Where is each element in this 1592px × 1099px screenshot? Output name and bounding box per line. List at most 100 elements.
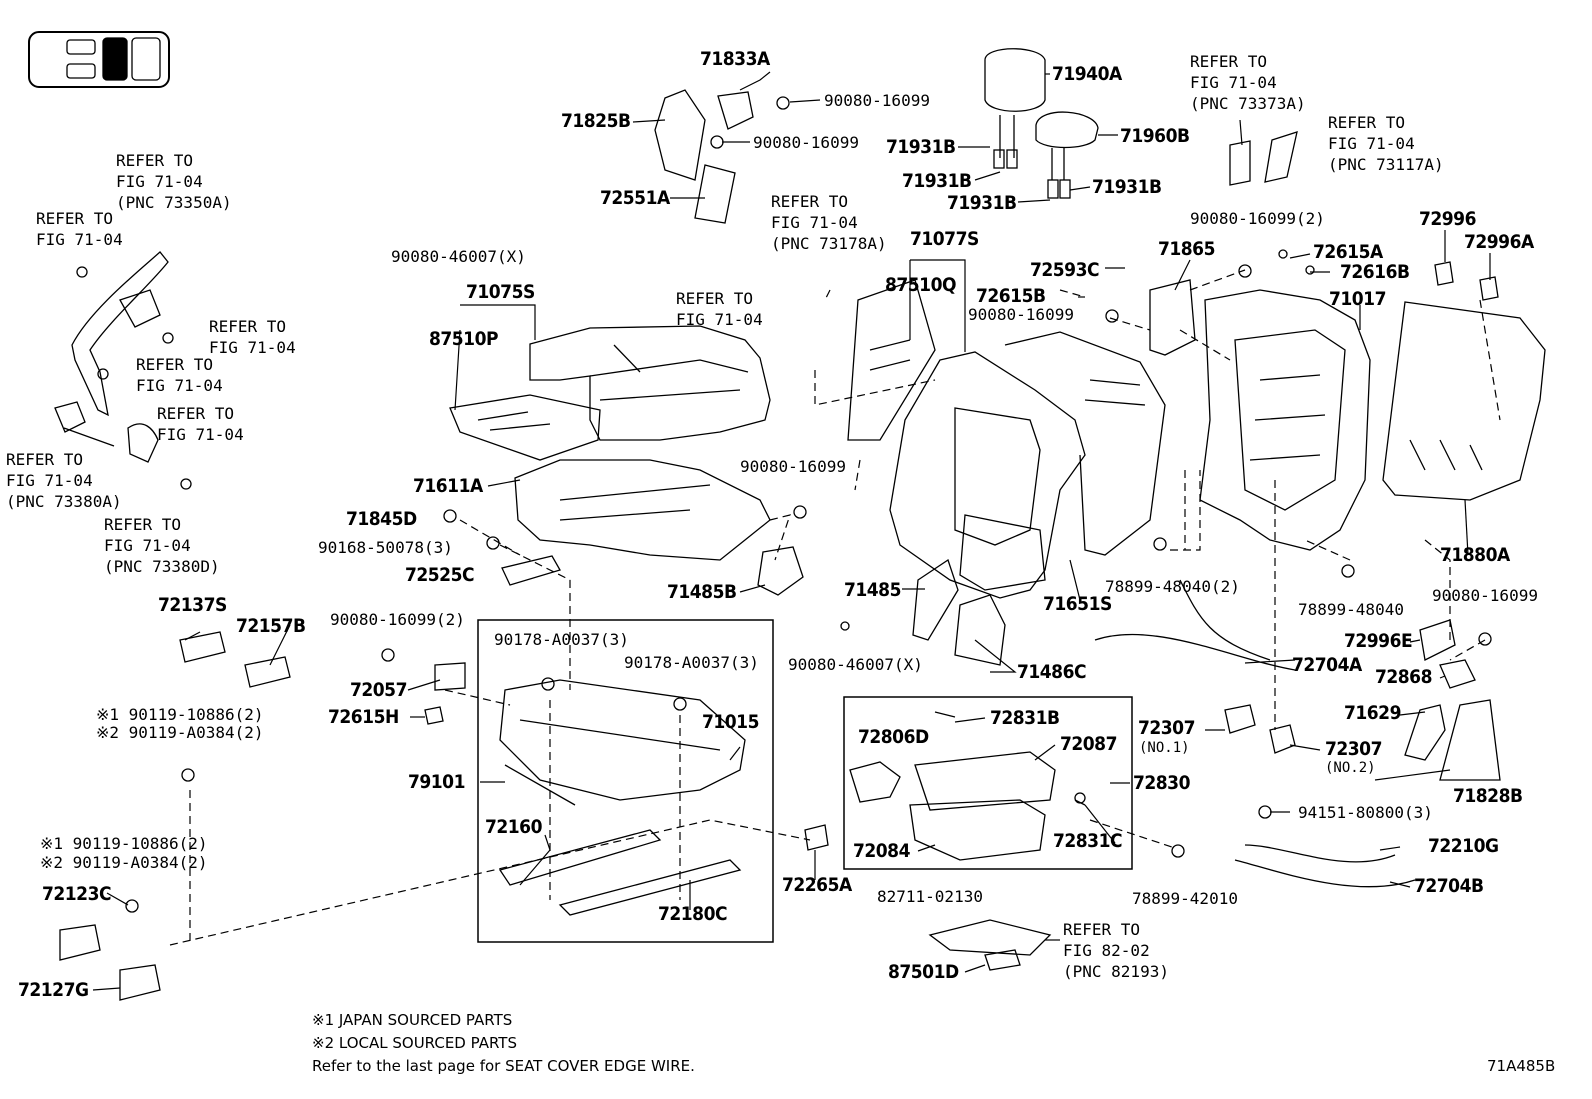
fastener-label: 90080-16099 — [824, 91, 930, 110]
dashed-lines — [169, 269, 1501, 946]
position-note: (NO.1) — [1139, 740, 1190, 756]
part-label-71931B: 71931B — [1092, 176, 1162, 198]
seat-belt-anchor-drawing — [54, 251, 192, 490]
part-label-79101: 79101 — [408, 771, 465, 793]
seat-track-assembly-box — [477, 619, 774, 943]
part-label-72265A: 72265A — [782, 874, 852, 896]
part-label-72615B: 72615B — [976, 285, 1046, 307]
part-label-71075S: 71075S — [466, 281, 535, 303]
part-label-72704B: 72704B — [1414, 875, 1484, 897]
note-local-sourced: ※2 LOCAL SOURCED PARTS — [312, 1034, 517, 1052]
part-label-71486C: 71486C — [1017, 661, 1087, 683]
fastener-label: 90178-A0037(3) — [624, 653, 759, 672]
fastener-label: 90080-16099 — [753, 133, 859, 152]
fastener-label: 90080-16099 — [740, 457, 846, 476]
part-label-72084: 72084 — [853, 840, 910, 862]
part-label-72996E: 72996E — [1344, 630, 1413, 652]
fastener-label: 82711-02130 — [877, 887, 983, 906]
part-label-72087: 72087 — [1060, 733, 1117, 755]
part-label-71865: 71865 — [1158, 238, 1215, 260]
refer-to-callout: REFER TO FIG 71-04 — [136, 355, 223, 395]
part-label-71931B: 71931B — [886, 136, 956, 158]
part-label-71960B: 71960B — [1120, 125, 1190, 147]
fastener-label: 78899-48040 — [1298, 600, 1404, 619]
part-label-71845D: 71845D — [346, 508, 417, 530]
seat-cushion-drawing — [449, 325, 771, 561]
refer-to-callout: REFER TO FIG 71-04 (PNC 73117A) — [1328, 113, 1444, 174]
refer-to-callout: REFER TO FIG 71-04 (PNC 73178A) — [771, 192, 887, 253]
part-label-87510Q: 87510Q — [885, 274, 957, 296]
leader-lines — [92, 71, 1491, 991]
part-label-71629: 71629 — [1344, 702, 1401, 724]
part-label-72615H: 72615H — [328, 706, 399, 728]
fastener-label: 90080-46007(X) — [788, 655, 923, 674]
part-label-71880A: 71880A — [1440, 544, 1510, 566]
part-label-71931B: 71931B — [902, 170, 972, 192]
part-label-71940A: 71940A — [1052, 63, 1122, 85]
refer-to-callout: REFER TO FIG 82-02 (PNC 82193) — [1063, 920, 1169, 981]
part-label-72180C: 72180C — [658, 903, 728, 925]
part-label-72307-no1: 72307 — [1138, 717, 1195, 739]
fastener-label: 90168-50078(3) — [318, 538, 453, 557]
part-label-72996A: 72996A — [1464, 231, 1534, 253]
part-label-72593C: 72593C — [1030, 259, 1100, 281]
part-label-72137S: 72137S — [158, 594, 227, 616]
part-label-71485: 71485 — [844, 579, 901, 601]
part-label-71077S: 71077S — [910, 228, 979, 250]
refer-to-callout: REFER TO FIG 71-04 (PNC 73380A) — [6, 450, 122, 511]
fastener-label: 90080-16099(2) — [1190, 209, 1325, 228]
note-japan-sourced: ※1 JAPAN SOURCED PARTS — [312, 1011, 513, 1029]
part-label-71825B: 71825B — [561, 110, 631, 132]
part-label-71611A: 71611A — [413, 475, 483, 497]
part-label-71485B: 71485B — [667, 581, 737, 603]
part-label-71015: 71015 — [702, 711, 759, 733]
note-seat-cover-edge-wire: Refer to the last page for SEAT COVER ED… — [312, 1057, 695, 1075]
armrest-assembly-box — [843, 696, 1133, 870]
diagram-code: 71A485B — [1487, 1057, 1556, 1075]
fastener-label: 90080-16099 — [968, 305, 1074, 324]
part-label-72831C: 72831C — [1053, 830, 1123, 852]
fastener-label: 90080-16099 — [1432, 586, 1538, 605]
fastener-label: ※1 90119-10886(2) — [40, 834, 208, 853]
part-label-72704A: 72704A — [1292, 654, 1362, 676]
headrest-drawing — [984, 48, 1099, 199]
part-label-72551A: 72551A — [600, 187, 670, 209]
part-label-72160: 72160 — [485, 816, 542, 838]
part-label-72806D: 72806D — [858, 726, 929, 748]
seat-locator-icon — [28, 31, 170, 88]
refer-to-callout: REFER TO FIG 71-04 — [676, 289, 763, 329]
part-label-72123C: 72123C — [42, 883, 112, 905]
part-label-87510P: 87510P — [429, 328, 499, 350]
refer-to-callout: REFER TO FIG 71-04 — [36, 209, 123, 249]
part-label-72996: 72996 — [1419, 208, 1476, 230]
position-note: (NO.2) — [1325, 760, 1376, 776]
part-label-71833A: 71833A — [700, 48, 770, 70]
refer-to-callout: REFER TO FIG 71-04 — [157, 404, 244, 444]
part-label-72525C: 72525C — [405, 564, 475, 586]
fastener-label: 78899-48040(2) — [1105, 577, 1240, 596]
part-label-72616B: 72616B — [1340, 261, 1410, 283]
part-label-71651S: 71651S — [1043, 593, 1112, 615]
part-label-72057: 72057 — [350, 679, 407, 701]
fastener-label: 90178-A0037(3) — [494, 630, 629, 649]
part-label-72615A: 72615A — [1313, 241, 1383, 263]
part-label-72307-no2: 72307 — [1325, 738, 1382, 760]
refer-to-callout: REFER TO FIG 71-04 (PNC 73380D) — [104, 515, 220, 576]
fastener-label: 90080-46007(X) — [391, 247, 526, 266]
fastener-label: 78899-42010 — [1132, 889, 1238, 908]
part-label-72830: 72830 — [1133, 772, 1190, 794]
refer-to-callout: REFER TO FIG 71-04 (PNC 73373A) — [1190, 52, 1306, 113]
part-label-72127G: 72127G — [18, 979, 89, 1001]
part-label-72868: 72868 — [1375, 666, 1432, 688]
part-label-72210G: 72210G — [1428, 835, 1499, 857]
fastener-label: 90080-16099(2) — [330, 610, 465, 629]
fastener-label: ※2 90119-A0384(2) — [40, 853, 208, 872]
part-label-72831B: 72831B — [990, 707, 1060, 729]
part-label-71828B: 71828B — [1453, 785, 1523, 807]
refer-to-callout: REFER TO FIG 71-04 — [209, 317, 296, 357]
misc-parts-drawing — [59, 89, 1501, 1001]
part-label-71931B: 71931B — [947, 192, 1017, 214]
fastener-label: 94151-80800(3) — [1298, 803, 1433, 822]
part-label-71017: 71017 — [1329, 288, 1386, 310]
